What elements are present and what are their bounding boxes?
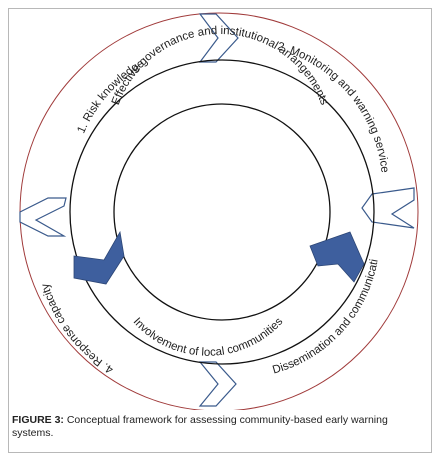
caption-label: FIGURE 3: xyxy=(12,414,64,426)
ring-arrow-left xyxy=(73,230,125,285)
chevron-arrow-top xyxy=(198,13,239,63)
framework-diagram: Effective governance and institutional a… xyxy=(0,0,419,410)
ring-arrow-right xyxy=(309,231,365,283)
middle-ring-outer xyxy=(69,59,375,365)
chevron-arrow-left xyxy=(19,197,67,237)
figure-caption: FIGURE 3: Conceptual framework for asses… xyxy=(12,414,430,440)
chevron-arrow-bottom xyxy=(198,361,237,407)
middle-ring-inner xyxy=(113,103,331,321)
figure-frame xyxy=(8,8,432,453)
caption-text: Conceptual framework for assessing commu… xyxy=(12,414,388,439)
segment-label-response-capacity: 4. Response capacity xyxy=(39,282,115,376)
chevron-arrow-right xyxy=(361,187,415,229)
middle-ring-bottom-label: Involvement of local communities xyxy=(131,315,286,358)
segment-label-risk-knowledge: 1. Risk knowledge xyxy=(75,58,146,136)
